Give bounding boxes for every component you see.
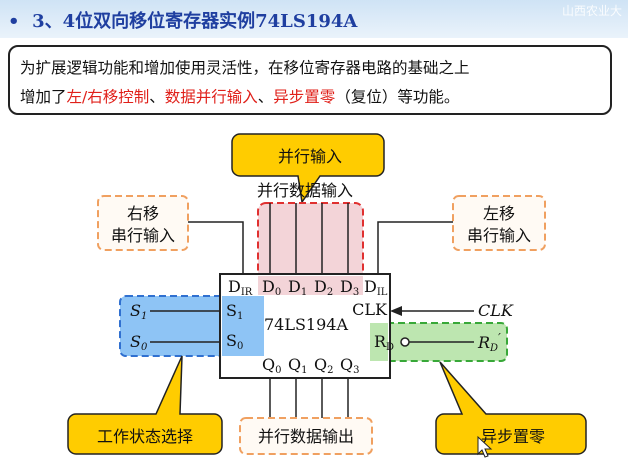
callout-mode-select-text: 工作状态选择	[97, 427, 193, 446]
mouse-cursor-icon	[477, 435, 493, 458]
ext-rd: RD′	[477, 331, 501, 354]
callout-async-reset: 异步置零	[435, 361, 587, 455]
parallel-output-box: 并行数据输出	[239, 417, 373, 455]
clk-input: CLK	[390, 301, 514, 320]
callout-parallel-input-text: 并行输入	[278, 147, 342, 166]
title-text: 3、4位双向移位寄存器实例74LS194A	[32, 11, 358, 32]
intro-line-2: 增加了左/右移控制、数据并行输入、异步置零（复位）等功能。	[20, 83, 600, 112]
clk-arrow-icon	[390, 306, 402, 316]
pin-q2: Q2	[314, 355, 334, 376]
intro-sep-1: 、	[149, 88, 165, 106]
right-shift-serial-input-box: 右移 串行输入	[97, 195, 189, 251]
title-bar	[0, 0, 628, 38]
pin-dil: DIL	[364, 277, 388, 298]
right-shift-box-border	[97, 195, 189, 251]
feature-shift-control: 左/右移控制	[66, 88, 150, 106]
callout-parallel-input: 并行输入	[231, 133, 385, 204]
ext-s0: S0	[130, 332, 148, 353]
pin-clk: CLK	[352, 300, 388, 319]
mode-select-highlight-inner	[222, 296, 264, 356]
intro-sep-2: 、	[257, 88, 274, 106]
pin-q3: Q3	[340, 355, 360, 376]
label-parallel-input: 并行数据输入	[257, 181, 353, 200]
reset-input: RD′	[400, 331, 501, 354]
intro-line2-suffix: （复位）等功能。	[335, 88, 460, 106]
pin-q0: Q0	[262, 355, 282, 376]
mode-select-external-labels: S1 S0	[130, 301, 148, 353]
title-bullet: •	[8, 11, 20, 32]
ext-clk: CLK	[478, 301, 514, 320]
pin-rd: RD	[374, 332, 394, 353]
callout-parallel-input-shape	[231, 133, 385, 204]
right-shift-label-1: 右移	[127, 204, 159, 223]
chip-top-pins: DIR D0 D1 D2 D3 DIL	[228, 277, 388, 298]
left-shift-box-border	[452, 195, 546, 251]
pin-dir: DIR	[228, 277, 253, 298]
feature-async-reset: 异步置零	[273, 88, 336, 106]
left-shift-serial-input-box: 左移 串行输入	[452, 195, 546, 251]
intro-line-1: 为扩展逻辑功能和增加使用灵活性，在移位寄存器电路的基础之上	[20, 59, 470, 77]
pin-d3: D3	[340, 277, 359, 298]
chip-right-pins: CLK RD	[352, 300, 394, 353]
callout-mode-select: 工作状态选择	[67, 355, 223, 455]
inversion-bubble-icon	[400, 337, 410, 347]
feature-parallel-input: 数据并行输入	[164, 88, 258, 106]
callout-mode-select-shape	[67, 355, 223, 455]
chip-left-pins: S1 S0	[226, 301, 243, 352]
chip-bottom-pins: Q0 Q1 Q2 Q3	[262, 355, 360, 376]
pin-s1: S1	[226, 301, 243, 322]
callout-async-reset-text: 异步置零	[481, 427, 545, 446]
parallel-output-border	[239, 417, 373, 455]
pin-d2: D2	[314, 277, 333, 298]
page-title: • 3、4位双向移位寄存器实例74LS194A	[8, 7, 357, 33]
watermark-text: 山西农业大	[561, 4, 622, 18]
ext-s1: S1	[130, 301, 147, 322]
pin-s0: S0	[226, 331, 243, 352]
wire-dir	[188, 221, 244, 274]
intro-box: 为扩展逻辑功能和增加使用灵活性，在移位寄存器电路的基础之上 增加了左/右移控制、…	[8, 45, 612, 115]
intro-line2-prefix: 增加了	[20, 88, 67, 106]
pin-q1: Q1	[288, 355, 308, 376]
pin-d1: D1	[288, 277, 307, 298]
left-shift-label-2: 串行输入	[467, 226, 531, 245]
reset-highlight-inner	[370, 323, 388, 361]
left-shift-label-1: 左移	[483, 204, 515, 223]
chip-name: 74LS194A	[264, 315, 348, 334]
serial-input-wires	[188, 203, 453, 418]
mode-select-wires	[150, 310, 220, 343]
right-shift-label-2: 串行输入	[111, 226, 175, 245]
pin-d0: D0	[262, 277, 281, 298]
wire-dil	[377, 221, 453, 274]
label-parallel-output: 并行数据输出	[258, 427, 354, 446]
callout-async-reset-shape	[435, 361, 587, 455]
parallel-input-highlight-inner	[258, 276, 363, 295]
